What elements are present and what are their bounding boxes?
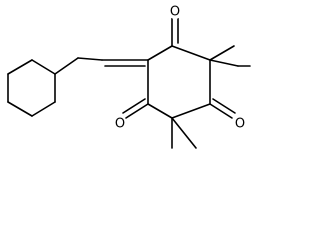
carbonyl-top [171, 17, 179, 47]
bond [212, 98, 236, 114]
atom-O-top: O [168, 5, 182, 20]
bond [31, 59, 56, 75]
oxygen-label: O [115, 117, 125, 132]
bond [171, 45, 211, 61]
bond [122, 98, 146, 114]
bond [171, 103, 211, 119]
trione-ring [147, 45, 211, 119]
carbonyl-left [122, 98, 149, 119]
bond [54, 57, 79, 75]
bond [147, 103, 173, 119]
atom-O-right: O [233, 117, 247, 132]
oxygen-label: O [170, 5, 180, 20]
bond [7, 101, 33, 117]
molecule-structure: O O O [7, 5, 251, 149]
gem-dimethyl-bottom [171, 117, 197, 149]
cyclohexane-ring [7, 59, 56, 117]
carbonyl-right [209, 98, 236, 119]
oxygen-label: O [235, 117, 245, 132]
bond [209, 59, 239, 67]
bond [147, 45, 173, 61]
atom-O-left: O [113, 117, 127, 132]
gem-dimethyl-top [209, 45, 251, 67]
bond [171, 117, 197, 149]
bond [209, 45, 235, 61]
bond [31, 101, 56, 117]
bond [7, 59, 33, 75]
bond [209, 103, 233, 119]
bond [77, 57, 103, 61]
bond [125, 103, 149, 119]
exocyclic-double-bond [101, 59, 149, 67]
